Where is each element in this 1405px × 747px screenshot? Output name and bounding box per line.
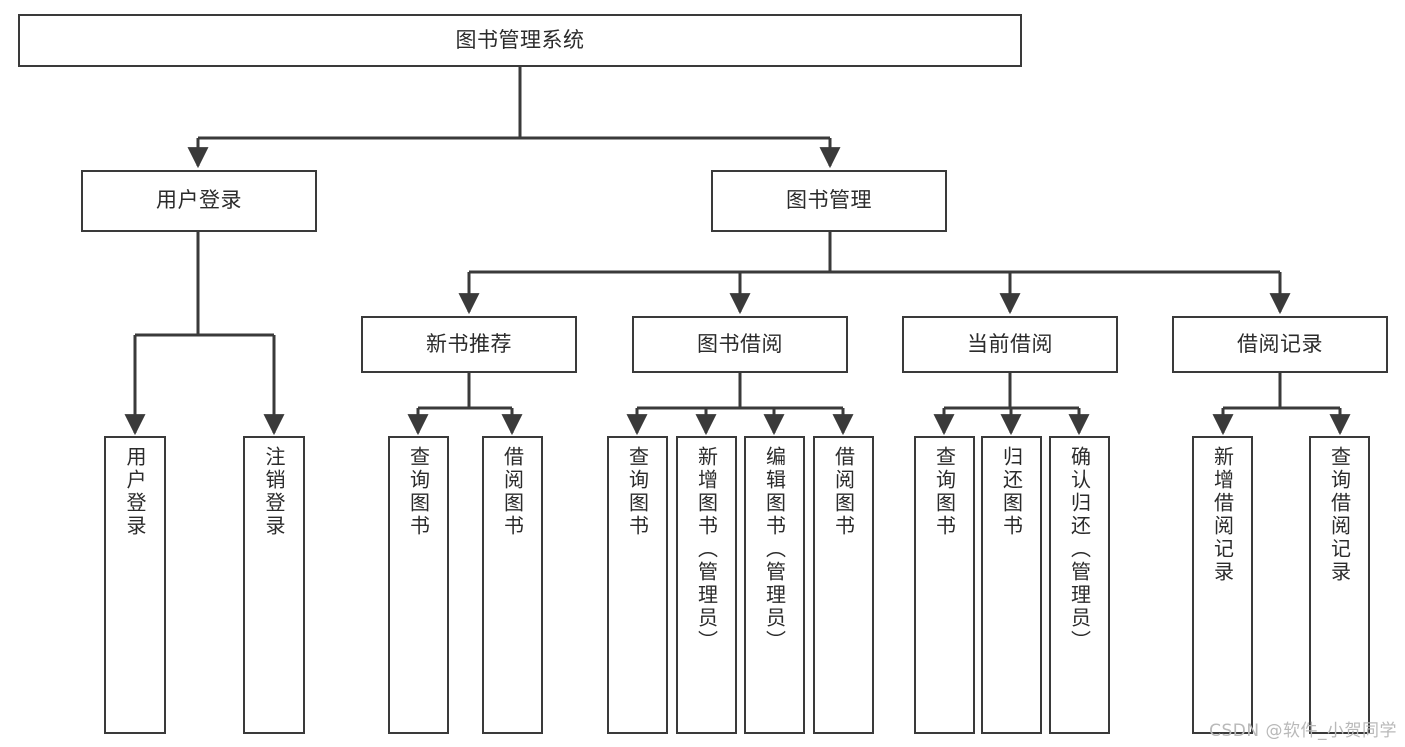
leaf-query-book-borrowing[interactable]: 查询图书 [607, 436, 668, 734]
node-label: 新增借阅记录 [1210, 446, 1235, 584]
leaf-query-book-current[interactable]: 查询图书 [914, 436, 975, 734]
node-label: 归还图书 [999, 446, 1024, 538]
node-label: 借阅图书 [500, 446, 525, 538]
node-label: 借阅图书 [831, 446, 856, 538]
leaf-borrow-book-recommendation[interactable]: 借阅图书 [482, 436, 543, 734]
node-new-book-recommendation[interactable]: 新书推荐 [361, 316, 577, 373]
node-book-management-group[interactable]: 图书管理 [711, 170, 947, 232]
watermark: CSDN @软件_小贺同学 [1209, 721, 1397, 741]
leaf-add-book-admin[interactable]: 新增图书（管理员） [676, 436, 737, 734]
leaf-confirm-return-admin[interactable]: 确认归还（管理员） [1049, 436, 1110, 734]
leaf-query-borrow-record[interactable]: 查询借阅记录 [1309, 436, 1370, 734]
node-label: 查询图书 [932, 446, 957, 538]
node-label: 用户登录 [156, 188, 242, 213]
node-label: 图书管理 [786, 188, 872, 213]
node-label: 注销登录 [262, 446, 286, 538]
node-label: 当前借阅 [967, 331, 1053, 356]
leaf-borrow-book[interactable]: 借阅图书 [813, 436, 874, 734]
node-borrowing-records[interactable]: 借阅记录 [1172, 316, 1388, 373]
node-label: 新书推荐 [426, 331, 512, 356]
node-label: 查询图书 [625, 446, 650, 538]
node-user-login-group[interactable]: 用户登录 [81, 170, 317, 232]
node-label: 用户登录 [123, 446, 147, 538]
node-label: 图书管理系统 [455, 27, 585, 52]
node-label: 查询图书 [406, 446, 431, 538]
node-book-borrowing[interactable]: 图书借阅 [632, 316, 848, 373]
node-root-system[interactable]: 图书管理系统 [18, 14, 1022, 67]
leaf-edit-book-admin[interactable]: 编辑图书（管理员） [744, 436, 805, 734]
node-label: 查询借阅记录 [1327, 446, 1352, 584]
node-label: 确认归还（管理员） [1067, 446, 1092, 653]
node-label: 新增图书（管理员） [694, 446, 719, 653]
leaf-add-borrow-record[interactable]: 新增借阅记录 [1192, 436, 1253, 734]
leaf-return-book[interactable]: 归还图书 [981, 436, 1042, 734]
node-current-borrowing[interactable]: 当前借阅 [902, 316, 1118, 373]
node-label: 编辑图书（管理员） [762, 446, 787, 653]
leaf-query-book-recommendation[interactable]: 查询图书 [388, 436, 449, 734]
node-label: 图书借阅 [697, 331, 783, 356]
leaf-logout[interactable]: 注销登录 [243, 436, 305, 734]
leaf-user-login[interactable]: 用户登录 [104, 436, 166, 734]
node-label: 借阅记录 [1237, 331, 1323, 356]
